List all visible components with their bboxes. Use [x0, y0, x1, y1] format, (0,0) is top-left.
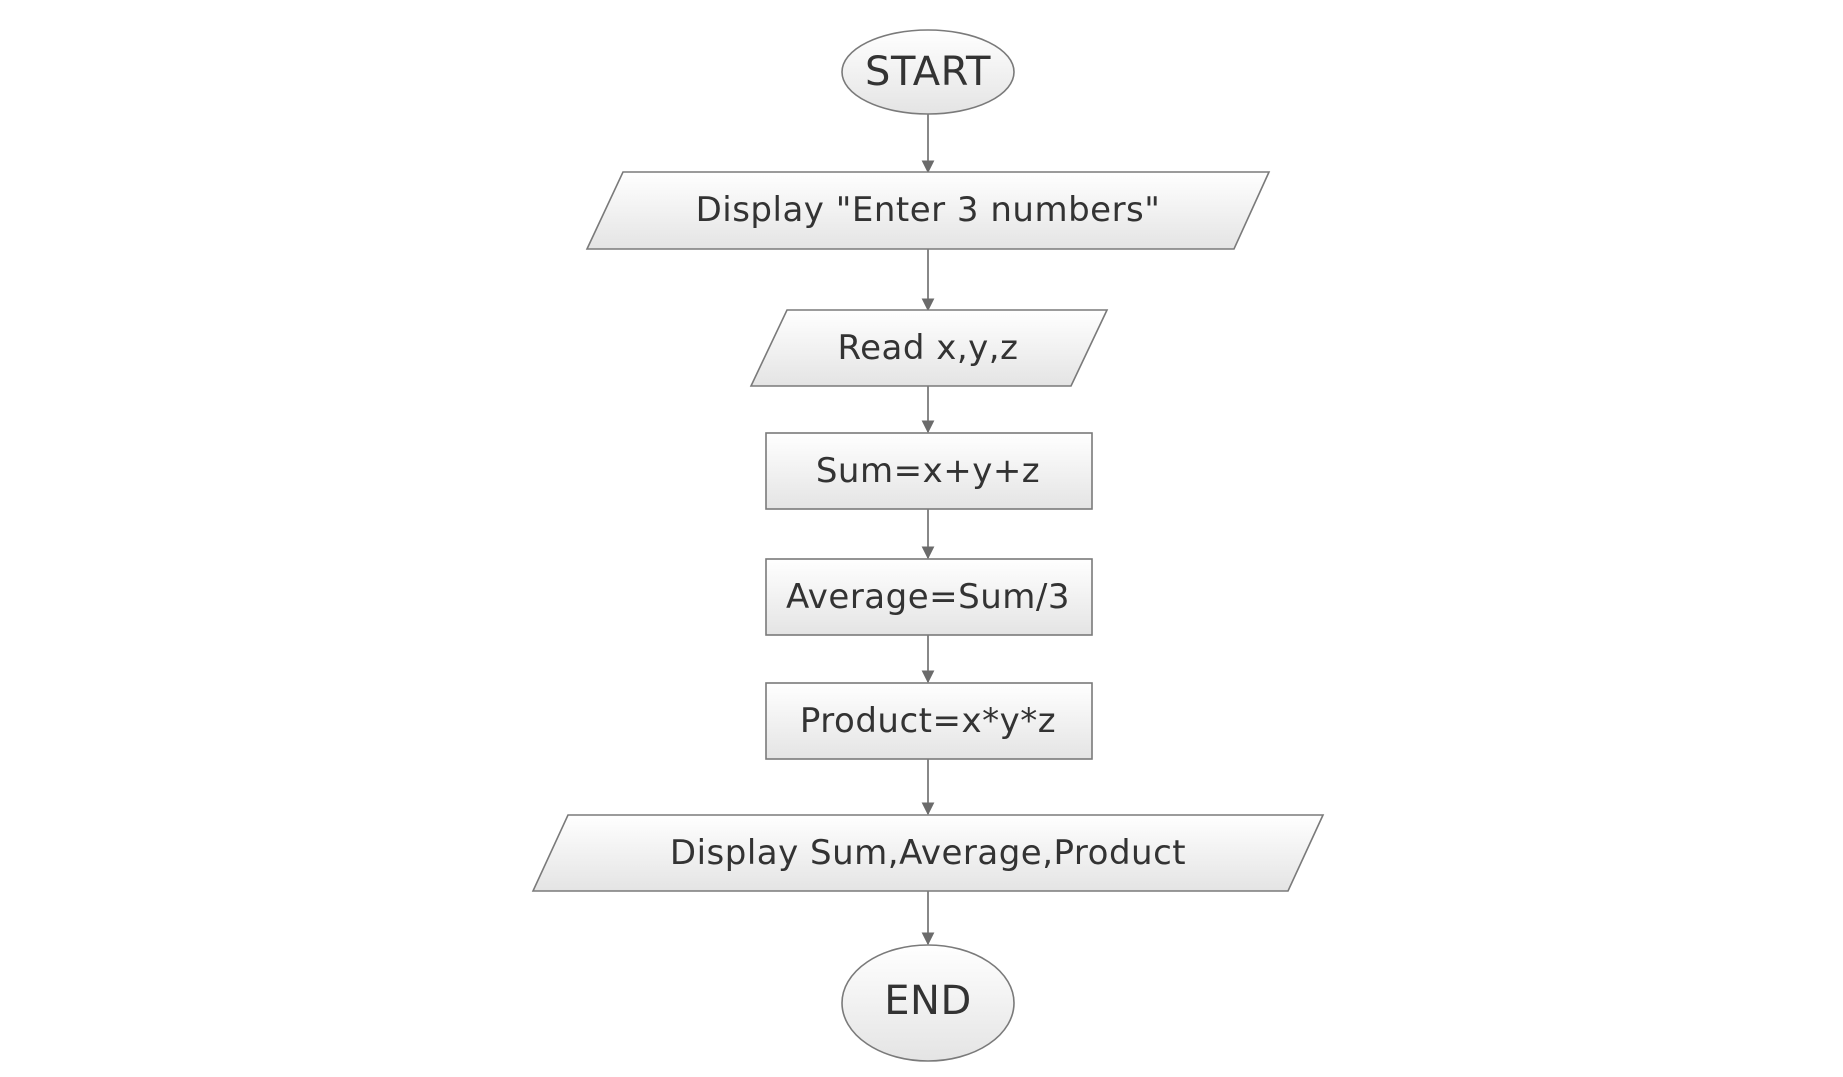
process-shape [765, 432, 1093, 510]
data-shape [531, 814, 1325, 892]
node-calc-average-label: Average=Sum/3 [786, 577, 1070, 617]
node-end-label: END [884, 978, 972, 1024]
data-shape [749, 309, 1109, 387]
node-calc-sum: Sum=x+y+z [765, 432, 1093, 510]
node-read-input: Read x,y,z [749, 309, 1109, 387]
node-display-results-label: Display Sum,Average,Product [670, 833, 1186, 873]
terminator-shape [841, 944, 1015, 1062]
node-display-prompt: Display "Enter 3 numbers" [585, 171, 1271, 250]
node-calc-product-label: Product=x*y*z [800, 701, 1056, 741]
node-display-results: Display Sum,Average,Product [531, 814, 1325, 892]
process-shape [765, 558, 1093, 636]
node-read-input-label: Read x,y,z [838, 328, 1019, 368]
node-start-label: START [865, 49, 991, 95]
terminator-shape [841, 29, 1015, 115]
process-shape [765, 682, 1093, 760]
node-display-prompt-label: Display "Enter 3 numbers" [696, 190, 1161, 230]
node-calc-average: Average=Sum/3 [765, 558, 1093, 636]
node-calc-product: Product=x*y*z [765, 682, 1093, 760]
node-calc-sum-label: Sum=x+y+z [816, 451, 1040, 491]
node-end: END [841, 944, 1015, 1062]
data-shape [585, 171, 1271, 250]
node-start: START [841, 29, 1015, 115]
